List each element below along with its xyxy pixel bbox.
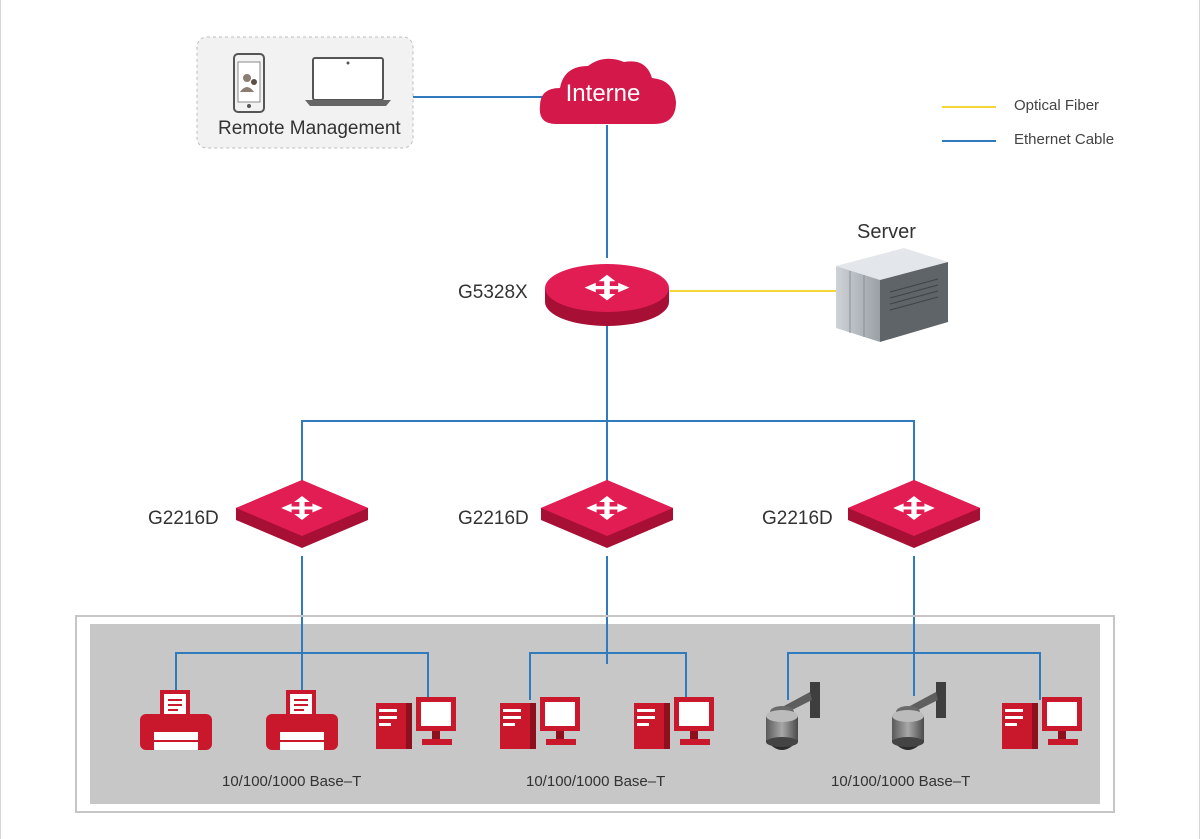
smartphone-icon xyxy=(233,53,265,113)
access-switch-label-1: G2216D xyxy=(148,508,219,529)
access-switch-icon-3 xyxy=(848,480,980,548)
segment-label-1: 10/100/1000 Base–T xyxy=(222,773,362,790)
legend-ethernet-label: Ethernet Cable xyxy=(1014,131,1115,148)
access-switch-icon-1 xyxy=(236,480,368,548)
laptop-icon xyxy=(305,57,391,106)
server-rack-icon xyxy=(836,248,948,342)
access-switch-label-2: G2216D xyxy=(458,508,529,529)
server-label: Server xyxy=(857,221,916,243)
legend-fiber-label: Optical Fiber xyxy=(1014,97,1100,114)
internet-cloud-icon xyxy=(539,58,676,124)
ethernet-links xyxy=(175,96,1041,700)
legend-fiber-swatch xyxy=(942,106,996,108)
remote-management-label: Remote Management xyxy=(218,118,401,139)
core-switch-label: G5328X xyxy=(458,282,528,303)
access-switch-label-3: G2216D xyxy=(762,508,833,529)
internet-label: Interne xyxy=(565,80,641,107)
endpoint-panel-border xyxy=(75,615,1115,813)
legend-ethernet-swatch xyxy=(942,140,996,142)
segment-label-2: 10/100/1000 Base–T xyxy=(526,773,666,790)
access-switch-icon-2 xyxy=(541,480,673,548)
core-switch-icon xyxy=(545,264,669,326)
segment-label-3: 10/100/1000 Base–T xyxy=(831,773,971,790)
